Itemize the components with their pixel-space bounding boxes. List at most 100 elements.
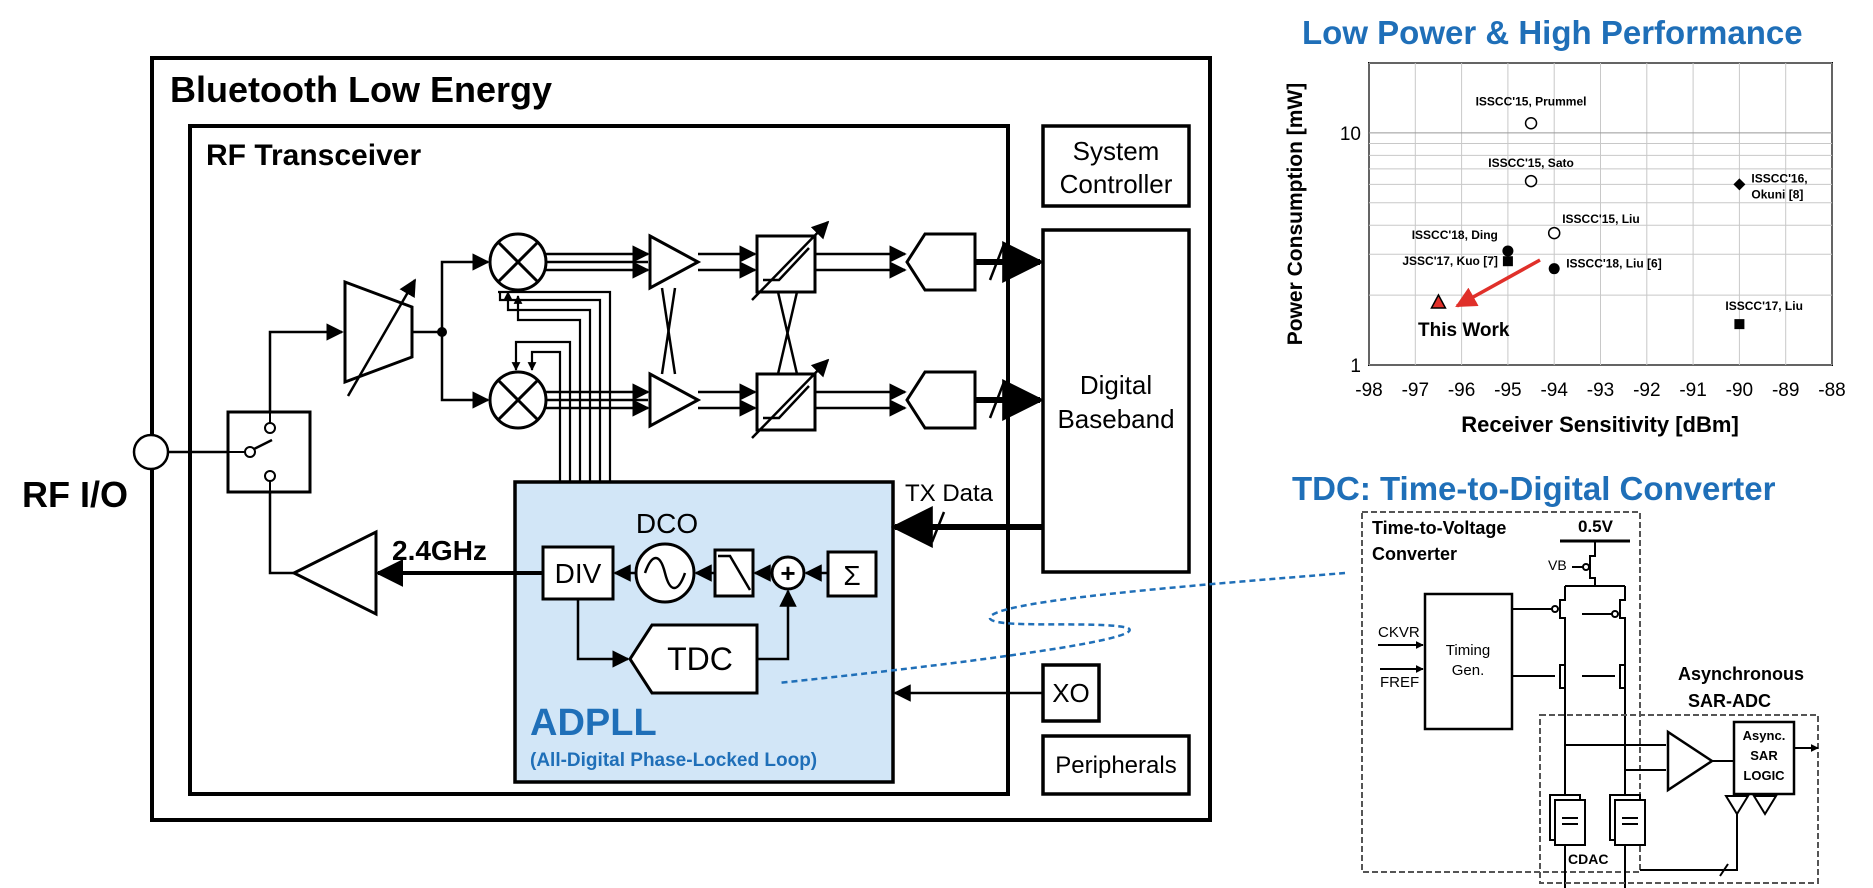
data-point-label: ISSCC'18, Ding: [1412, 228, 1498, 242]
data-point: [1733, 178, 1746, 191]
loop-filter-icon: [713, 548, 755, 598]
x-tick-label: -91: [1679, 380, 1706, 401]
data-point: [1734, 319, 1745, 330]
tdc-label: TDC: [667, 641, 733, 677]
switch-contact-icon: [264, 422, 276, 434]
x-tick-label: -98: [1355, 380, 1382, 401]
timing-gen-label: Gen.: [1452, 662, 1485, 679]
data-point: [1547, 226, 1561, 240]
filter-q-icon: [751, 358, 830, 439]
rf-transceiver-title: RF Transceiver: [206, 139, 421, 172]
dco-label: DCO: [636, 508, 698, 539]
x-tick-label: -88: [1818, 380, 1845, 401]
data-point-label: JSSC'17, Kuo [7]: [1402, 254, 1498, 268]
x-tick-label: -96: [1448, 380, 1475, 401]
sar-logic-label: SAR: [1750, 748, 1778, 763]
vb-label: VB: [1548, 557, 1567, 573]
switch-pivot-icon: [244, 446, 256, 458]
zoom-callout-line: [777, 571, 1346, 685]
data-point-label: ISSCC'17, Liu: [1725, 299, 1803, 313]
adder-plus: +: [780, 558, 795, 588]
tx-data-label: TX Data: [905, 480, 994, 507]
y-tick-label: 1: [1350, 356, 1361, 377]
x-tick-label: -93: [1587, 380, 1614, 401]
system-controller-label: Controller: [1060, 169, 1173, 199]
tdc-heading: TDC: Time-to-Digital Converter: [1292, 470, 1776, 507]
div-label: DIV: [555, 558, 602, 589]
data-point: [1548, 263, 1560, 275]
digital-baseband-box: [1041, 228, 1191, 574]
filter-i-icon: [751, 220, 830, 301]
perf-heading: Low Power & High Performance: [1302, 14, 1803, 51]
sar-adc-label: Asynchronous: [1678, 664, 1804, 684]
data-point-label: ISSCC'18, Liu [6]: [1566, 257, 1662, 271]
tvc-label: Time-to-Voltage: [1372, 518, 1506, 538]
data-point: [1502, 245, 1514, 257]
pa-icon: [290, 529, 378, 617]
data-point: [1502, 256, 1513, 267]
data-point: [1430, 293, 1447, 309]
ble-title: Bluetooth Low Energy: [170, 69, 552, 110]
system-controller-box: [1041, 124, 1191, 208]
this-work-label: This Work: [1418, 320, 1510, 341]
sar-adc-label: SAR-ADC: [1688, 691, 1771, 711]
data-point-label: ISSCC'15, Liu: [1562, 212, 1640, 226]
adpll-subtitle: (All-Digital Phase-Locked Loop): [530, 750, 817, 771]
timing-gen-label: Timing: [1446, 642, 1490, 659]
cdac-label: CDAC: [1568, 851, 1608, 867]
adpll-label: ADPLL: [530, 702, 657, 744]
mixer-i-icon: [488, 232, 548, 292]
data-point-label: ISSCC'16,Okuni [8]: [1751, 171, 1807, 201]
ckvr-label: CKVR: [1378, 624, 1420, 641]
tvc-label: Converter: [1372, 544, 1457, 564]
ble-diagram: Bluetooth Low Energy RF Transceiver RF I…: [22, 56, 1212, 822]
antenna-port-icon: [132, 433, 170, 471]
mixer-q-icon: [488, 370, 548, 430]
sar-logic-label: LOGIC: [1743, 768, 1785, 783]
xo-label: XO: [1052, 678, 1090, 708]
tdc-schematic: Time-to-Voltage Converter 0.5V VB: [1361, 511, 1819, 888]
data-point: [1524, 117, 1538, 130]
x-tick-label: -97: [1402, 380, 1429, 401]
peripherals-label: Peripherals: [1055, 752, 1176, 779]
amp-i-icon: [648, 233, 702, 291]
x-tick-label: -90: [1726, 380, 1753, 401]
x-tick-label: -92: [1633, 380, 1660, 401]
x-tick-label: -89: [1772, 380, 1799, 401]
data-point-label: ISSCC'15, Sato: [1488, 156, 1574, 170]
lna-icon: [343, 279, 414, 385]
digital-baseband-label: Digital: [1080, 370, 1152, 400]
x-tick-label: -94: [1540, 380, 1568, 401]
adc-i-icon: [905, 232, 977, 292]
performance-chart: -98 -97 -96 -95 -94 -93 -92 -91 -90 -89 -88 1 10 ISS…: [1284, 62, 1846, 437]
freq-label: 2.4GHz: [392, 535, 487, 566]
sigma-box: [826, 550, 878, 598]
peripherals-box: [1041, 734, 1191, 796]
rf-io-label: RF I/O: [22, 474, 128, 515]
sar-logic-label: Async.: [1743, 728, 1786, 743]
sar-logic-box: [1732, 720, 1796, 796]
adc-q-icon: [905, 370, 977, 430]
sar-adc-frame: [1539, 714, 1819, 884]
tvc-frame: [1361, 511, 1641, 873]
comparator-icon: [1666, 729, 1715, 793]
y-tick-label: 10: [1340, 124, 1361, 145]
timing-gen-box: [1423, 592, 1514, 731]
switch-contact-icon: [264, 470, 276, 482]
data-point: [1524, 174, 1538, 188]
fref-label: FREF: [1380, 674, 1419, 691]
data-point-label: ISSCC'15, Prummel: [1476, 94, 1587, 108]
this-work-arrow: [1455, 258, 1541, 308]
system-controller-label: System: [1073, 136, 1160, 166]
tdc-box: [628, 623, 759, 695]
xo-box: [1041, 663, 1101, 723]
chart-xlabel: Receiver Sensitivity [dBm]: [1461, 412, 1739, 437]
chart-ylabel: Power Consumption [mW]: [1284, 83, 1307, 345]
vdd-label: 0.5V: [1578, 517, 1614, 536]
amp-q-icon: [648, 371, 702, 429]
x-tick-label: -95: [1494, 380, 1521, 401]
rf-transceiver-frame: [188, 124, 1010, 796]
digital-baseband-label: Baseband: [1057, 404, 1174, 434]
sigma-icon: Σ: [843, 560, 860, 591]
